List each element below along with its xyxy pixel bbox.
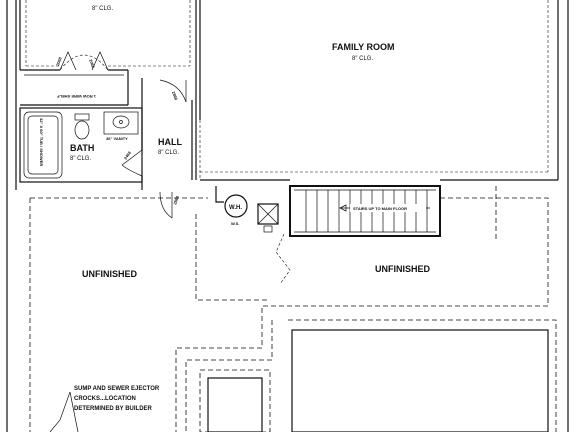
bath-ceiling: 8" CLG. (70, 156, 91, 162)
toilet-bowl (74, 120, 90, 140)
door-tag-closet-right: 2068 (88, 58, 96, 69)
unfinished-left-label: UNFINISHED (82, 269, 138, 279)
family-room-ceiling: 8" CLG. (352, 56, 373, 62)
hall: 2868 2868 HALL 8" CLG. (141, 78, 193, 219)
water-heater-sub: W.S. (231, 221, 239, 226)
sump-pit (199, 369, 271, 432)
unfinished-right-label: UNFINISHED (375, 264, 431, 274)
unfinished-area: UNFINISHED UNFINISHED (29, 186, 557, 432)
hall-name: HALL (158, 137, 182, 147)
mechanical: W.H. W.S. (215, 186, 291, 285)
exterior-walls (6, 0, 569, 432)
sump-note-line3: DETERMINED BY BUILDER (74, 406, 153, 412)
bath-name: BATH (70, 143, 94, 153)
hall-ceiling: 8" CLG. (158, 150, 179, 156)
sump-note-line2: CROCKS...LOCATION (74, 396, 136, 402)
water-heater-label: W.H. (229, 205, 242, 211)
sump-note-line1: SUMP AND SEWER EJECTOR (74, 386, 160, 392)
closet: 2068 2068 1 ROW WIRE SHELF (20, 51, 129, 106)
door-tag-hall-upper: 2868 (171, 91, 179, 102)
sink (112, 115, 130, 129)
furnace-icon (257, 203, 279, 225)
stairs: STAIRS UP TO MAIN FLOOR (289, 185, 441, 237)
top-left-room: 8" CLG. (19, 0, 197, 180)
family-room: FAMILY ROOM 8" CLG. (199, 0, 558, 181)
door-tag-closet-left: 2068 (55, 56, 63, 67)
toilet-tank (74, 113, 90, 121)
water-heater-icon (224, 194, 248, 218)
wire-shelf-label: 1 ROW WIRE SHELF (57, 94, 96, 99)
family-room-name: FAMILY ROOM (332, 42, 395, 52)
vanity-label: 36" VANITY (106, 136, 128, 141)
top-left-ceiling: 8" CLG. (92, 6, 113, 12)
door-tag-hall-lower: 2868 (172, 195, 180, 206)
stairs-label: STAIRS UP TO MAIN FLOOR (353, 206, 407, 211)
bath: 32" X 60" TUB / SHOWER 36" VANITY BATH 8… (19, 107, 143, 183)
door-tag-bath: 2468 (123, 150, 133, 161)
shower-label: 32" X 60" TUB / SHOWER (39, 118, 44, 166)
sump-note: SUMP AND SEWER EJECTOR CROCKS...LOCATION… (49, 386, 160, 432)
